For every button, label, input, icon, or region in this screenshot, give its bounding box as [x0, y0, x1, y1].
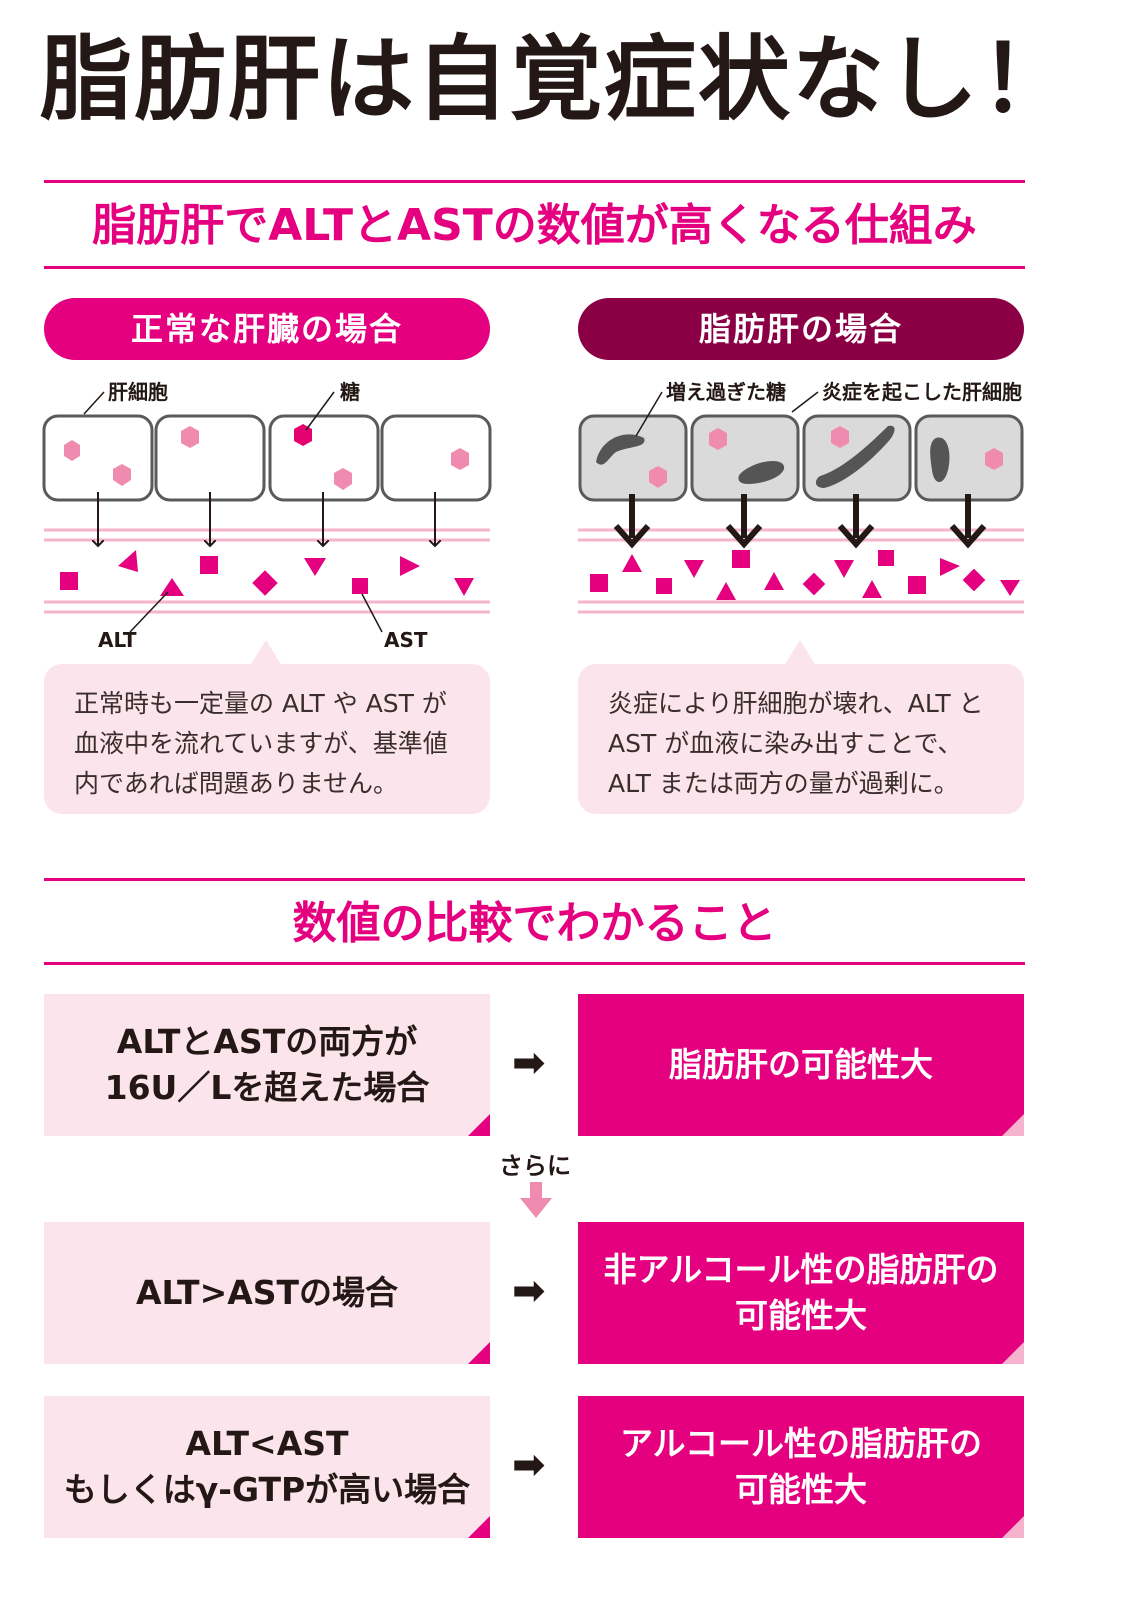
normal-release-arrows — [98, 492, 435, 546]
sugar-label: 糖 — [340, 380, 360, 404]
page-title: 脂肪肝は自覚症状なし！ — [40, 26, 1075, 133]
section-rule — [44, 878, 1025, 881]
fatty-liver-cells — [578, 414, 1024, 502]
fold-corner — [1002, 1342, 1024, 1364]
normal-explanation: 正常時も一定量の ALT や AST が血液中を流れていますが、基準値内であれば… — [44, 664, 490, 814]
condition-line: もしくはγ-GTPが高い場合 — [63, 1470, 471, 1509]
fatty-explanation: 炎症により肝細胞が壊れ、ALT と AST が血液に染み出すことで、ALT また… — [578, 664, 1024, 814]
fold-corner — [468, 1114, 490, 1136]
section-rule — [44, 266, 1025, 269]
liver-cell-illustration — [42, 391, 1024, 633]
normal-enzymes — [60, 550, 474, 596]
excess-sugar-label: 増え過ぎた糖 — [666, 380, 786, 404]
normal-bubble-tail — [250, 640, 282, 666]
blood-vessel-lines — [44, 528, 1024, 614]
result-box: アルコール性の脂肪肝の 可能性大 — [578, 1396, 1024, 1538]
fatty-release-arrows — [613, 494, 987, 549]
furthermore-label: さらに — [499, 1152, 571, 1180]
result-line: 脂肪肝の可能性大 — [669, 1045, 933, 1084]
condition-line: ALT>ASTの場合 — [135, 1273, 399, 1312]
sugar-molecules — [64, 424, 469, 490]
liver-cell-label: 肝細胞 — [108, 380, 168, 404]
result-box: 非アルコール性の脂肪肝の 可能性大 — [578, 1222, 1024, 1364]
fatty-sugar-molecules — [649, 426, 1003, 488]
result-box: 脂肪肝の可能性大 — [578, 994, 1024, 1136]
inflamed-cell-label: 炎症を起こした肝細胞 — [822, 380, 1022, 404]
right-arrow-icon: ➡ — [512, 1040, 546, 1086]
fatty-liver-label: 脂肪肝の場合 — [578, 298, 1024, 360]
condition-line: ALTとASTの両方が — [116, 1022, 418, 1061]
condition-line: 16U／Lを超えた場合 — [104, 1068, 430, 1107]
condition-box: ALTとASTの両方が 16U／Lを超えた場合 — [44, 994, 490, 1136]
fold-corner — [1002, 1516, 1024, 1538]
down-arrow-icon — [520, 1182, 552, 1218]
result-line: アルコール性の脂肪肝の — [619, 1424, 982, 1463]
result-line: 可能性大 — [734, 1296, 867, 1335]
condition-box: ALT>ASTの場合 — [44, 1222, 490, 1364]
fold-corner — [468, 1516, 490, 1538]
fatty-bubble-tail — [784, 640, 816, 666]
section-rule — [44, 962, 1025, 965]
fatty-enzymes — [590, 550, 1020, 600]
fold-corner — [468, 1342, 490, 1364]
result-line: 非アルコール性の脂肪肝の — [603, 1250, 999, 1289]
fat-deposits — [596, 425, 950, 488]
result-line: 可能性大 — [734, 1470, 867, 1509]
section-rule — [44, 180, 1025, 183]
mechanism-heading: 脂肪肝でALTとASTの数値が高くなる仕組み — [92, 200, 977, 251]
condition-box: ALT<AST もしくはγ-GTPが高い場合 — [44, 1396, 490, 1538]
comparison-heading: 数値の比較でわかること — [292, 898, 777, 949]
normal-liver-label: 正常な肝臓の場合 — [44, 298, 490, 360]
callout-leaders — [83, 391, 819, 633]
ast-label: AST — [384, 628, 428, 652]
fold-corner — [1002, 1114, 1024, 1136]
right-arrow-icon: ➡ — [512, 1268, 546, 1314]
right-arrow-icon: ➡ — [512, 1442, 546, 1488]
normal-liver-cells — [42, 414, 492, 502]
condition-line: ALT<AST — [185, 1424, 349, 1463]
